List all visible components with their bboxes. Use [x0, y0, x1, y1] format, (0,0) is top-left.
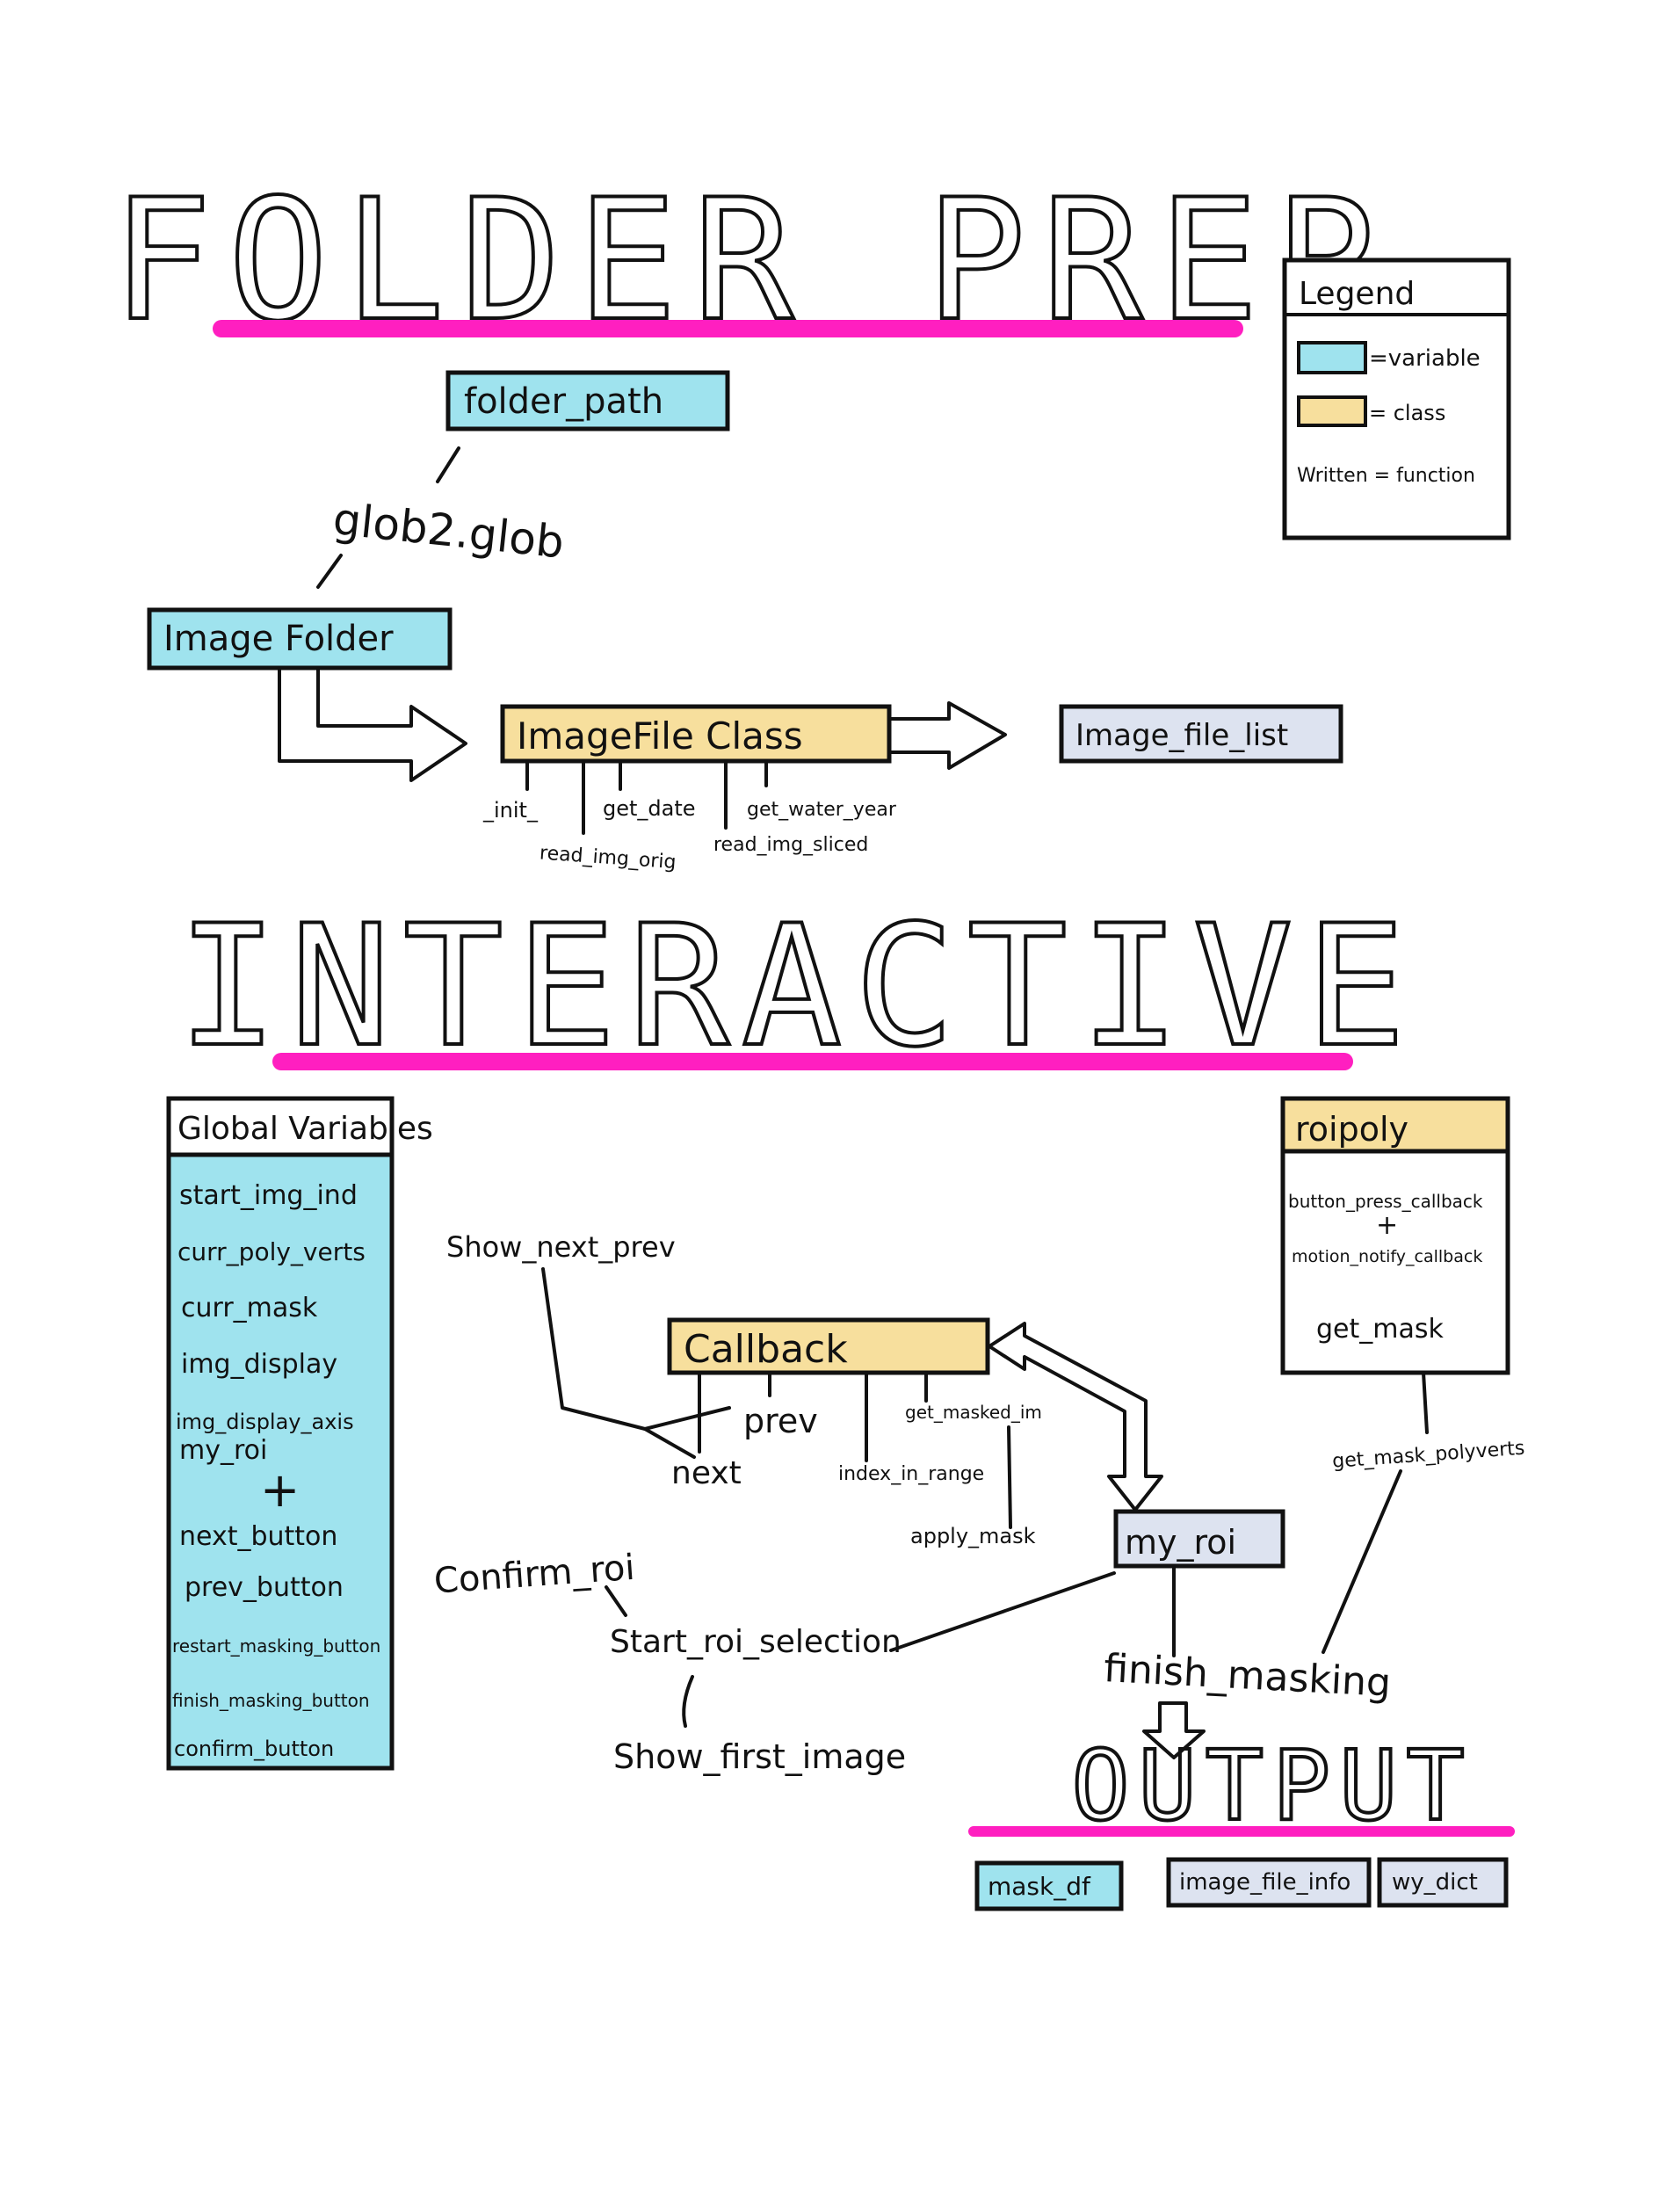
roipoly-get-mask: get_mask — [1316, 1314, 1445, 1345]
global-var-item: start_img_ind — [179, 1180, 358, 1211]
method-get-water-year: get_water_year — [747, 799, 897, 821]
prev-method: prev — [743, 1402, 818, 1440]
imagefile-method-connectors — [525, 759, 768, 835]
image-file-info-label: image_file_info — [1179, 1869, 1351, 1896]
imagefile-class-label: ImageFile Class — [517, 714, 803, 758]
roipoly-title: roipoly — [1295, 1110, 1408, 1149]
global-variables-title: Global Variables — [177, 1111, 433, 1147]
method-read-img-orig: read_img_orig — [539, 842, 677, 874]
legend: Legend =variable = class Written = funct… — [1282, 257, 1511, 540]
global-var-item: curr_mask — [181, 1293, 318, 1323]
get-mask-polyverts-label: get_mask_polyverts — [1331, 1438, 1525, 1473]
legend-title: Legend — [1299, 276, 1415, 312]
section-title-interactive: INTERACTIVE — [177, 889, 1418, 1084]
legend-variable-label: =variable — [1369, 345, 1481, 372]
roipoly-header — [1280, 1096, 1510, 1154]
mask-df-label: mask_df — [988, 1872, 1091, 1901]
wy-dict-box — [1377, 1857, 1509, 1908]
callback-method-connectors — [698, 1371, 1012, 1529]
section-title-output: OUTPUT — [1071, 1729, 1473, 1842]
global-var-item: my_roi — [179, 1435, 267, 1466]
apply-mask-method: apply_mask — [910, 1524, 1036, 1548]
image-folder-box — [147, 607, 453, 671]
callback-class-label: Callback — [684, 1327, 848, 1372]
legend-function-label: Written = function — [1297, 465, 1475, 487]
legend-variable-swatch — [1297, 341, 1367, 374]
folder-path-label: folder_path — [464, 381, 663, 422]
method-init: _init_ — [482, 798, 539, 823]
global-var-plus: + — [260, 1462, 300, 1518]
polyverts-connector — [1322, 1469, 1402, 1654]
glob-function-label: glob2.glob — [330, 493, 566, 568]
next-method: next — [671, 1455, 742, 1491]
my-roi-label: my_roi — [1125, 1523, 1236, 1562]
global-var-item: next_button — [179, 1521, 337, 1552]
image-file-info-box — [1166, 1857, 1372, 1908]
glob-connector — [316, 554, 343, 589]
my-roi-to-start-connector — [889, 1571, 1116, 1652]
legend-class-swatch — [1297, 395, 1367, 427]
imagefile-output-arrow — [889, 701, 1007, 770]
global-var-item: curr_poly_verts — [177, 1237, 366, 1266]
image-folder-label: Image Folder — [163, 619, 394, 659]
global-variables-panel: Global Variables start_img_ind curr_poly… — [166, 1096, 433, 1771]
method-get-date: get_date — [603, 796, 696, 821]
finish-masking-label: finish_masking — [1103, 1646, 1392, 1706]
start-roi-selection-label: Start_roi_selection — [610, 1624, 902, 1660]
show-next-prev-connector — [541, 1267, 696, 1459]
image-file-list-box — [1059, 704, 1343, 764]
method-read-img-sliced: read_img_sliced — [713, 834, 868, 856]
roipoly-motion-notify: motion_notify_callback — [1292, 1247, 1482, 1266]
global-var-item: img_display — [181, 1349, 337, 1380]
folder-path-box — [445, 370, 730, 431]
legend-class-label: = class — [1369, 401, 1445, 425]
finish-to-output-arrow — [1142, 1701, 1206, 1759]
global-var-item: img_display_axis — [176, 1410, 354, 1434]
roipoly-plus: + — [1376, 1210, 1398, 1241]
global-var-item: confirm_button — [174, 1737, 334, 1761]
global-var-item: finish_masking_button — [172, 1690, 370, 1711]
confirm-roi-label: Confirm_roi — [432, 1548, 635, 1602]
roipoly-connector — [1422, 1371, 1429, 1434]
my-roi-box — [1113, 1509, 1285, 1569]
image-folder-arrow — [278, 668, 467, 782]
get-masked-im-method: get_masked_im — [905, 1402, 1042, 1423]
prev-connector-branch — [643, 1406, 731, 1431]
wy-dict-label: wy_dict — [1392, 1869, 1478, 1896]
confirm-roi-connector — [605, 1585, 627, 1617]
index-in-range-method: index_in_range — [838, 1463, 984, 1485]
image-file-list-label: Image_file_list — [1075, 718, 1288, 753]
show-first-image-label: Show_first_image — [613, 1737, 906, 1776]
global-var-item: prev_button — [185, 1572, 344, 1603]
roipoly-button-press: button_press_callback — [1288, 1191, 1483, 1212]
imagefile-class-box — [500, 704, 892, 764]
mask-df-box — [974, 1860, 1124, 1911]
show-next-prev-label: Show_next_prev — [446, 1230, 676, 1264]
global-var-item: restart_masking_button — [172, 1635, 380, 1657]
roipoly-class: roipoly button_press_callback + motion_n… — [1280, 1096, 1510, 1375]
start-to-first-connector — [682, 1675, 694, 1728]
folder-path-connector — [436, 446, 460, 483]
global-variables-header — [166, 1096, 395, 1157]
global-variables-frame — [166, 1096, 395, 1771]
